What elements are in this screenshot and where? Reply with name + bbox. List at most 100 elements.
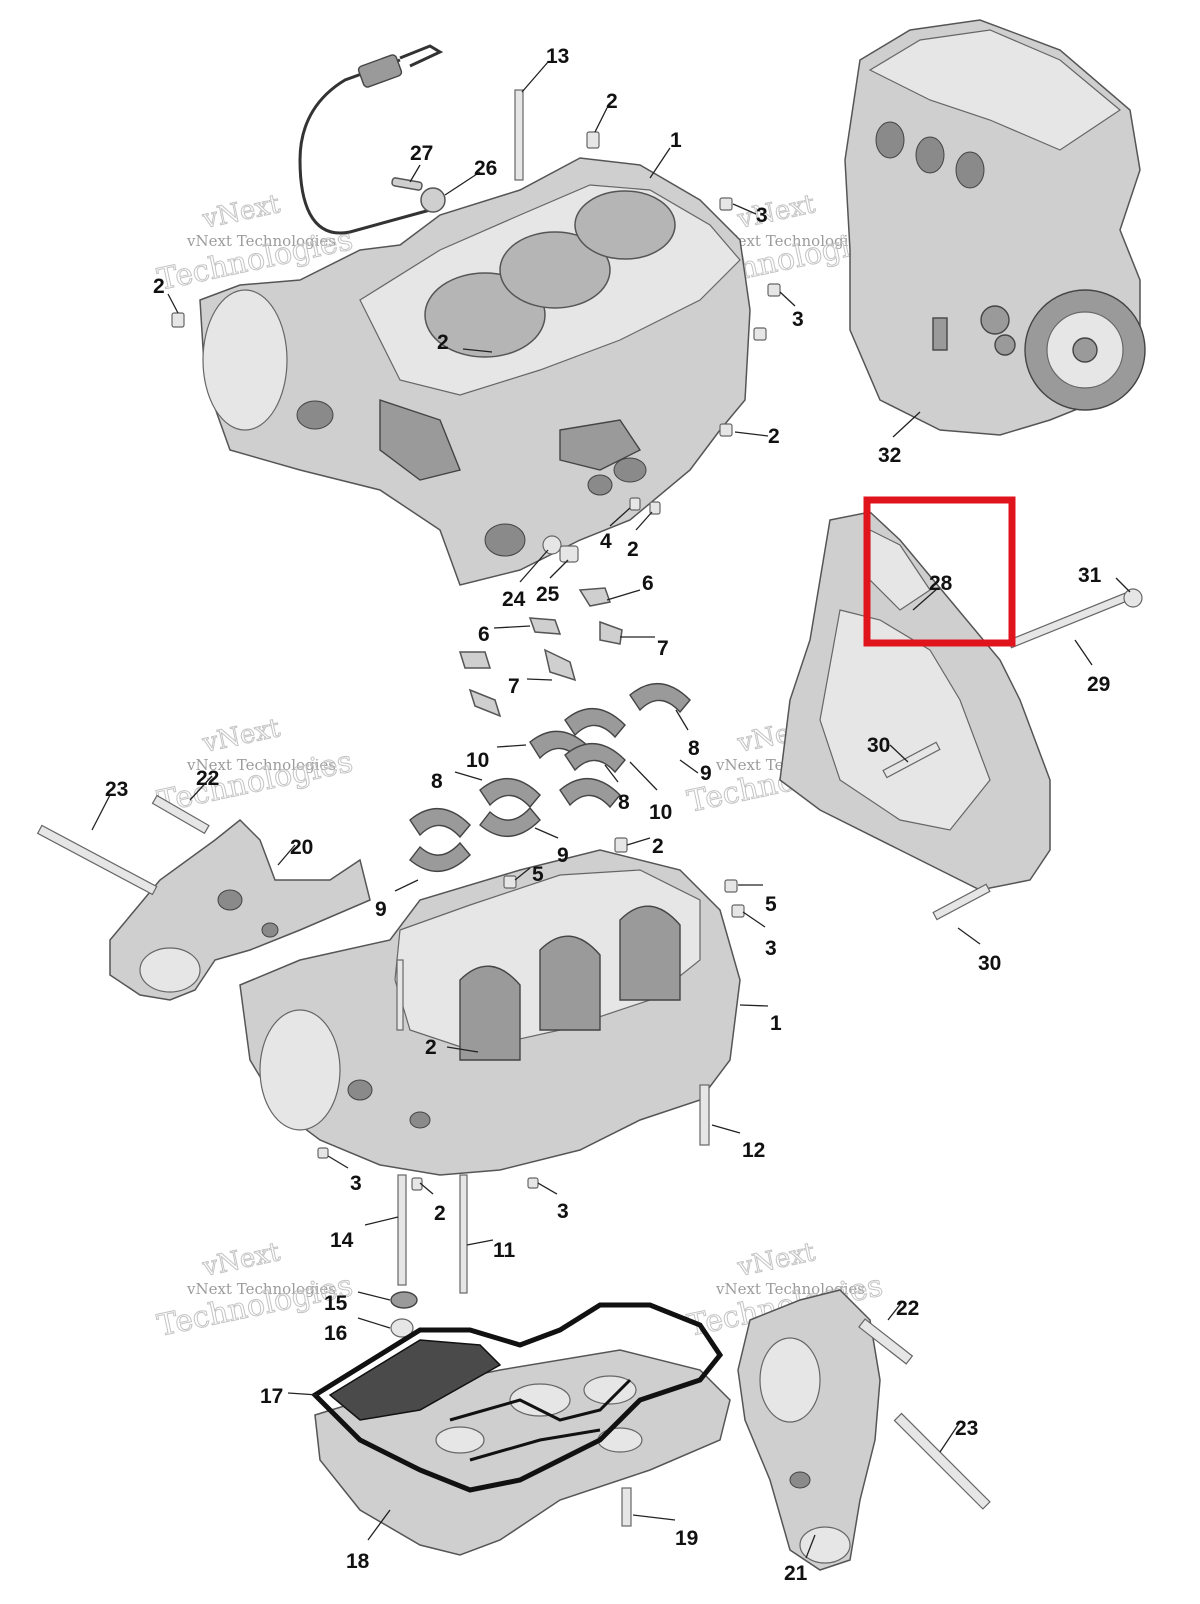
svg-text:vNext Technologies: vNext Technologies <box>186 756 336 774</box>
callout-3: 3 <box>765 937 777 960</box>
callout-22: 22 <box>896 1297 919 1320</box>
sleeve-3-d <box>731 904 745 918</box>
knock-sensor-harness <box>298 44 446 235</box>
callout-20: 20 <box>290 836 313 859</box>
callout-8: 8 <box>618 791 630 814</box>
callout-25: 25 <box>536 583 560 606</box>
callout-2: 2 <box>606 90 618 113</box>
dowel-2-top <box>586 131 600 149</box>
stud-29 <box>1007 590 1133 649</box>
callout-5: 5 <box>765 893 777 916</box>
bolt-23-right <box>893 1412 991 1510</box>
callout-18: 18 <box>346 1550 370 1573</box>
stud-11 <box>459 1174 468 1294</box>
engine-bracket-28-illustration <box>779 511 1051 891</box>
bolt-22-left <box>151 794 210 835</box>
callout-5: 5 <box>532 863 544 886</box>
svg-text:vNext: vNext <box>734 189 818 235</box>
upper-crankcase-illustration <box>199 157 751 586</box>
sleeve-3-e <box>317 1147 329 1159</box>
callout-6: 6 <box>642 572 654 595</box>
svg-text:vNext: vNext <box>199 1237 283 1283</box>
dowel-2-low <box>649 501 661 515</box>
callout-1: 1 <box>670 129 682 152</box>
callout-8: 8 <box>431 770 443 793</box>
callout-27: 27 <box>410 142 433 165</box>
callout-31: 31 <box>1078 564 1102 587</box>
callout-29: 29 <box>1087 673 1110 696</box>
callout-6: 6 <box>478 623 490 646</box>
callout-10: 10 <box>649 801 672 824</box>
callout-2: 2 <box>437 331 449 354</box>
callout-10: 10 <box>466 749 489 772</box>
callout-8: 8 <box>688 737 700 760</box>
callout-2: 2 <box>434 1202 446 1225</box>
callout-21: 21 <box>784 1562 808 1585</box>
callout-2: 2 <box>425 1036 437 1059</box>
callout-2: 2 <box>652 835 664 858</box>
callout-labels: 13 2 1 27 26 3 2 3 2 2 32 4 2 24 25 6 28… <box>105 45 1110 1585</box>
svg-text:vNext: vNext <box>734 1237 818 1283</box>
callout-19: 19 <box>675 1527 698 1550</box>
sleeve-3-f <box>527 1177 539 1189</box>
stud-lower <box>396 959 404 1031</box>
callout-2: 2 <box>768 425 780 448</box>
engine-assembly-illustration <box>844 19 1146 436</box>
bearings-and-clips <box>409 587 691 873</box>
stud-14 <box>397 1174 407 1286</box>
callout-4: 4 <box>600 530 612 553</box>
callout-2: 2 <box>627 538 639 561</box>
callout-9: 9 <box>375 898 387 921</box>
plug-25 <box>559 545 579 563</box>
o-ring-24 <box>542 535 562 555</box>
callout-3: 3 <box>756 204 768 227</box>
lower-crankcase-illustration <box>239 849 741 1176</box>
callout-9: 9 <box>557 844 569 867</box>
callout-2: 2 <box>153 275 165 298</box>
callout-7: 7 <box>508 675 520 698</box>
sleeve-3-c <box>753 327 767 341</box>
svg-text:vNext Technologies: vNext Technologies <box>715 232 865 250</box>
callout-11: 11 <box>493 1239 516 1262</box>
sleeve-3-a <box>719 197 733 211</box>
bolt-13 <box>514 89 524 181</box>
washer-15 <box>390 1291 418 1309</box>
callout-9: 9 <box>700 762 712 785</box>
callout-22: 22 <box>196 767 219 790</box>
callout-13: 13 <box>546 45 569 68</box>
svg-text:vNext Technologies: vNext Technologies <box>186 1280 336 1298</box>
bolt-19 <box>621 1487 632 1527</box>
bolt-30-upper <box>882 741 941 779</box>
callout-17: 17 <box>260 1385 283 1408</box>
bolt-23-left <box>36 824 158 896</box>
callout-3: 3 <box>792 308 804 331</box>
nut-31 <box>1123 588 1143 608</box>
nut-16 <box>390 1318 414 1338</box>
leader-lines <box>91 61 1131 1559</box>
callout-16: 16 <box>324 1322 347 1345</box>
callout-3: 3 <box>350 1172 362 1195</box>
svg-text:vNext: vNext <box>199 713 283 759</box>
callout-26: 26 <box>474 157 497 180</box>
callout-30: 30 <box>867 734 890 757</box>
callout-23: 23 <box>955 1417 978 1440</box>
callout-14: 14 <box>330 1229 354 1252</box>
dowel-2-lower-a <box>614 837 628 853</box>
dowel-4 <box>629 497 641 511</box>
svg-text:vNext Technologies: vNext Technologies <box>186 232 336 250</box>
callout-24: 24 <box>502 588 526 611</box>
dowel-2-right <box>719 423 733 437</box>
svg-text:vNext: vNext <box>199 189 283 235</box>
callout-30: 30 <box>978 952 1001 975</box>
sleeve-3-b <box>767 283 781 297</box>
dowel-2-left <box>171 312 185 328</box>
sleeve-5-b <box>724 879 738 893</box>
engine-mount-20-illustration <box>109 818 371 1001</box>
bolt-30-lower <box>932 883 991 921</box>
callout-28: 28 <box>929 572 953 595</box>
bolt-12 <box>699 1084 710 1146</box>
highlight-box-28 <box>863 496 1016 647</box>
mount-21-illustration <box>737 1289 881 1571</box>
